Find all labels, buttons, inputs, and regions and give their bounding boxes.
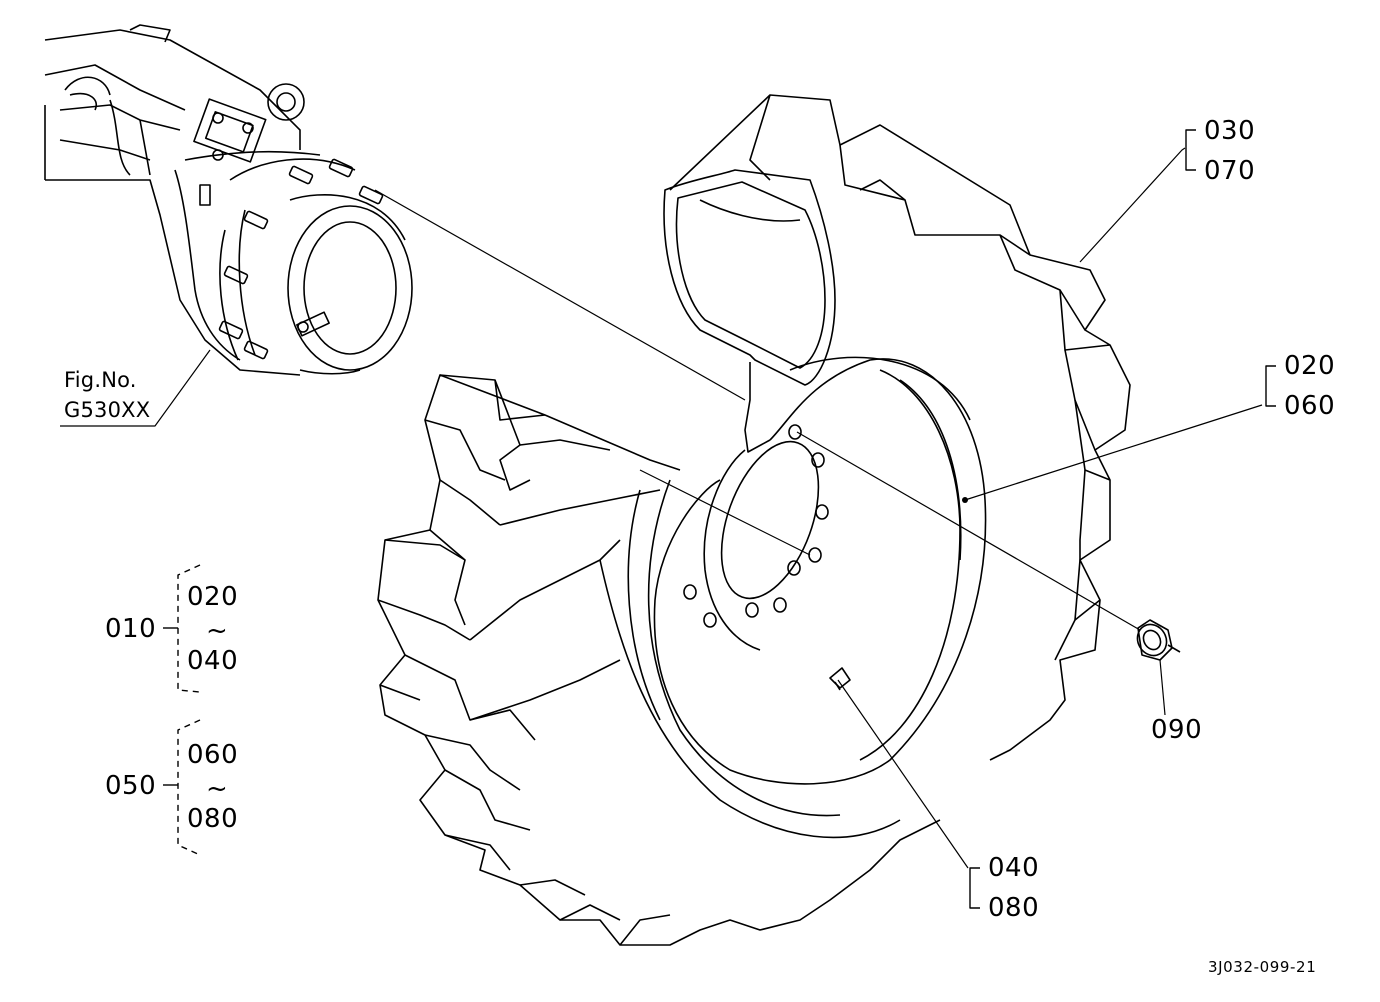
callout-080: 080: [988, 893, 1040, 923]
wheel-nut: [1136, 619, 1181, 661]
group-050-id: 050: [105, 771, 157, 801]
leader-040-080: [837, 679, 969, 869]
group-050-to: 080: [187, 804, 239, 834]
diagram-code: 3J032-099-21: [1208, 958, 1317, 976]
callout-090: 090: [1151, 715, 1203, 745]
wheel-rim: [653, 356, 987, 785]
bracket-010: [177, 564, 201, 693]
leader-020-060: [964, 404, 1263, 501]
hub-stud: [218, 158, 384, 360]
callout-030: 030: [1204, 116, 1256, 146]
leader-090: [1159, 659, 1166, 716]
bracket-020-060: [1265, 365, 1276, 407]
callout-brackets: [163, 129, 1276, 909]
group-050-from: 060: [187, 740, 239, 770]
group-050-sep: ~: [206, 774, 229, 804]
axis-line-bolt-to-nut: [796, 431, 1141, 631]
callout-060: 060: [1284, 391, 1336, 421]
bracket-030-070: [1185, 129, 1196, 171]
group-010-from: 020: [187, 582, 239, 612]
bracket-050: [177, 719, 201, 856]
valve-stem: [829, 667, 851, 691]
callout-070: 070: [1204, 156, 1256, 186]
leader-030-070: [1079, 147, 1186, 263]
axis-line-hub-to-rim: [374, 189, 746, 401]
tire-front-tread: [377, 374, 941, 946]
fig-ref-label: Fig.No.: [64, 368, 137, 392]
tire-cutaway-section: [663, 169, 836, 453]
axle-housing: [44, 24, 321, 376]
bracket-040-080: [969, 867, 980, 909]
group-010-to: 040: [187, 646, 239, 676]
rim-bolt-hole: [683, 424, 829, 628]
tire-rear-tread: [669, 94, 1131, 761]
group-010-sep: ~: [206, 616, 229, 646]
leader-lines: [60, 147, 1263, 869]
group-010-id: 010: [105, 614, 157, 644]
fig-ref-number: G530XX: [64, 398, 151, 422]
fig-ref-leader: [60, 349, 211, 427]
axis-line-hub-to-center: [639, 469, 811, 556]
callout-020: 020: [1284, 351, 1336, 381]
wheel-hub: [218, 158, 413, 375]
callout-040: 040: [988, 853, 1040, 883]
